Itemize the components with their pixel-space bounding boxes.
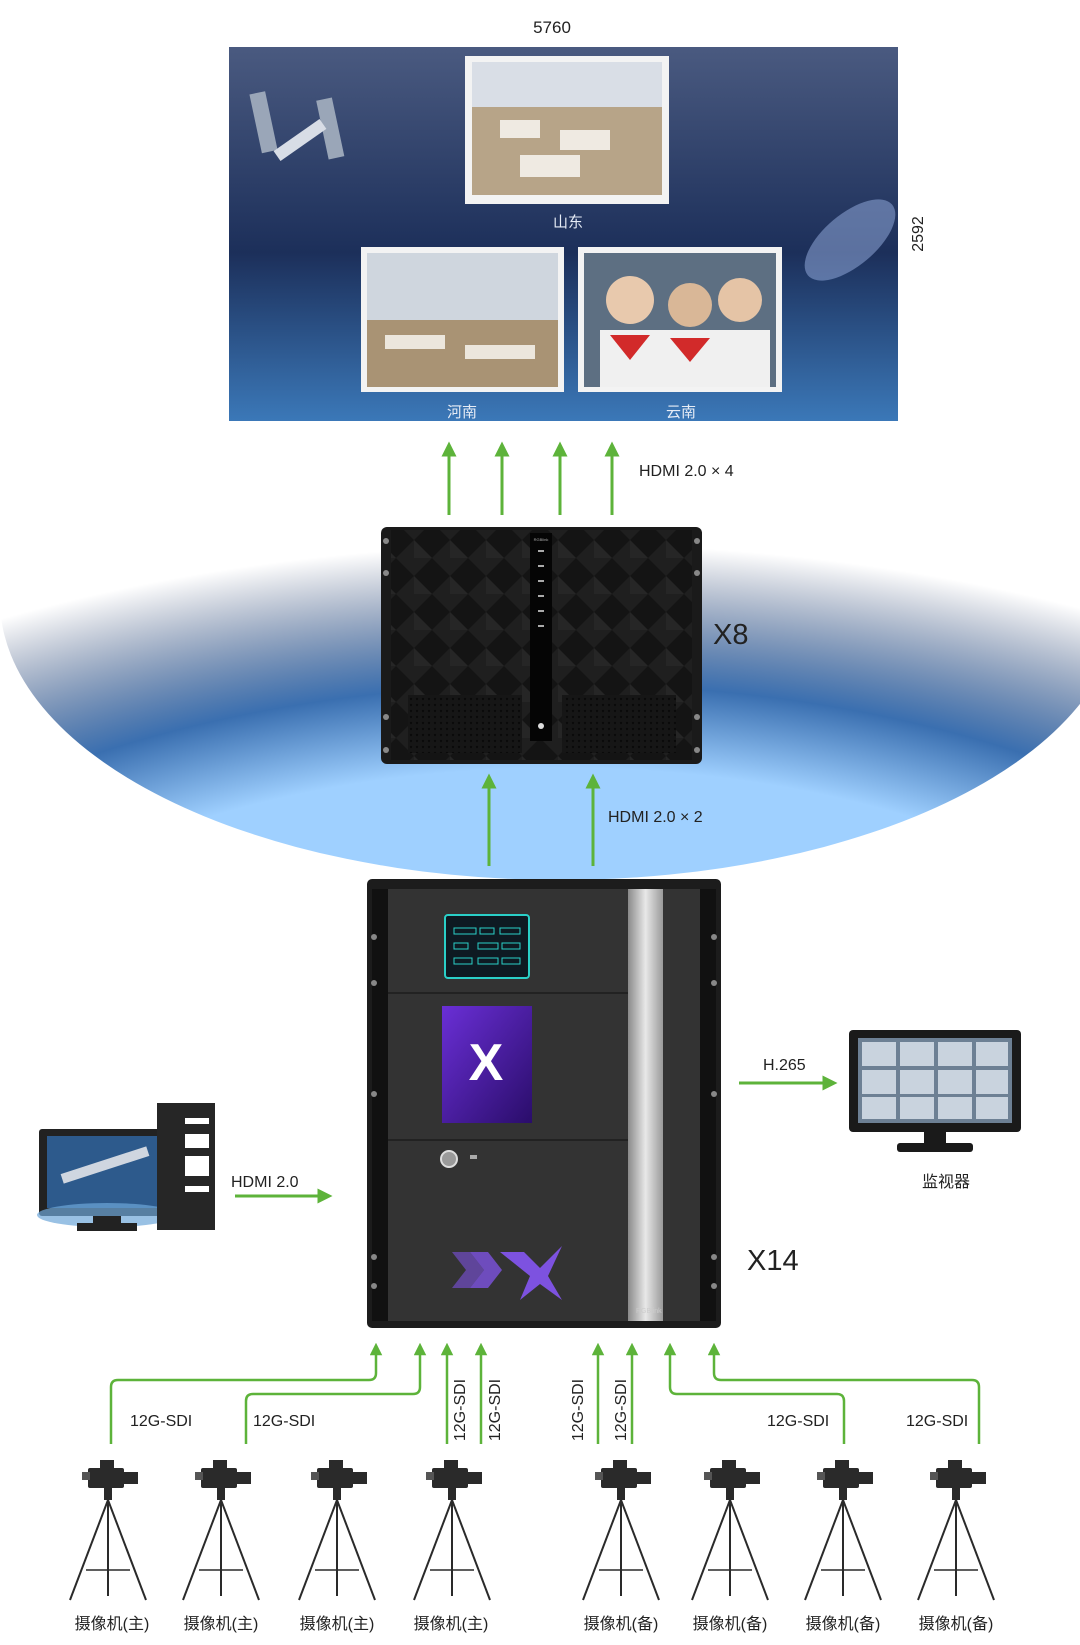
x8-output-arrows bbox=[441, 441, 620, 515]
camera-8-link-label: 12G-SDI bbox=[906, 1413, 968, 1430]
x14-to-x8-label: HDMI 2.0 × 2 bbox=[608, 809, 703, 826]
camera-3 bbox=[298, 1460, 376, 1601]
galaxy-graphic bbox=[804, 199, 896, 281]
pc-workstation bbox=[37, 1103, 215, 1231]
camera-1-label: 摄像机(主) bbox=[75, 1615, 150, 1633]
cameras bbox=[69, 1460, 995, 1601]
camera-2 bbox=[182, 1460, 260, 1601]
wall-width-label: 5760 bbox=[533, 18, 571, 37]
camera-icon bbox=[69, 1460, 147, 1601]
x8-device: RGBlink bbox=[381, 527, 702, 764]
x14-x-logo bbox=[452, 1246, 562, 1300]
monitor-link: H.265 bbox=[739, 1057, 838, 1091]
window-caption: 云南 bbox=[666, 404, 696, 421]
x8-brand-mark: RGBlink bbox=[534, 537, 549, 542]
camera-8 bbox=[917, 1460, 995, 1601]
camera-7-link-label: 12G-SDI bbox=[767, 1413, 829, 1430]
camera-icon bbox=[691, 1460, 769, 1601]
x14-device-label: X14 bbox=[747, 1245, 799, 1277]
camera-8-label: 摄像机(备) bbox=[919, 1615, 994, 1633]
camera-2-connection bbox=[244, 1342, 427, 1444]
camera-6-label: 摄像机(备) bbox=[693, 1615, 768, 1633]
camera-5-label: 摄像机(备) bbox=[584, 1615, 659, 1633]
wall-height-label: 2592 bbox=[910, 216, 927, 252]
camera-3-link-label: 12G-SDI bbox=[452, 1379, 469, 1441]
x14-brand-mark: RGBlink bbox=[636, 1308, 662, 1315]
camera-4-link-label: 12G-SDI bbox=[487, 1379, 504, 1441]
camera-2-link-label: 12G-SDI bbox=[253, 1413, 315, 1430]
camera-link-labels: 12G-SDI 12G-SDI 12G-SDI 12G-SDI 12G-SDI … bbox=[130, 1379, 968, 1441]
camera-connections bbox=[109, 1342, 981, 1444]
x14-logo-screen bbox=[442, 1006, 532, 1123]
x14-silver-strip bbox=[628, 889, 663, 1321]
led-wall: 5760 2592 山东 河南 bbox=[0, 18, 1080, 880]
x14-touch-panel bbox=[444, 914, 530, 979]
camera-icon bbox=[582, 1460, 660, 1601]
camera-1 bbox=[69, 1460, 147, 1601]
pc-link-label: HDMI 2.0 bbox=[231, 1174, 299, 1191]
space-station-graphic bbox=[249, 91, 345, 161]
camera-icon bbox=[298, 1460, 376, 1601]
camera-6 bbox=[691, 1460, 769, 1601]
camera-7-connection bbox=[663, 1342, 846, 1444]
camera-6-link-label: 12G-SDI bbox=[613, 1379, 630, 1441]
wall-window-yunnan: 云南 bbox=[578, 247, 782, 421]
camera-8-connection bbox=[707, 1342, 981, 1444]
wall-window-henan: 河南 bbox=[361, 247, 564, 421]
camera-2-label: 摄像机(主) bbox=[184, 1615, 259, 1633]
window-caption: 山东 bbox=[553, 214, 583, 231]
x14-device: X RGBlink bbox=[367, 879, 721, 1328]
pc-link: HDMI 2.0 bbox=[231, 1174, 333, 1204]
camera-3-label: 摄像机(主) bbox=[300, 1615, 375, 1633]
camera-1-connection bbox=[109, 1342, 383, 1444]
x14-front-logo: X bbox=[469, 1034, 504, 1092]
window-caption: 河南 bbox=[447, 404, 477, 421]
camera-7 bbox=[804, 1460, 882, 1601]
camera-4-label: 摄像机(主) bbox=[414, 1615, 489, 1633]
camera-icon bbox=[917, 1460, 995, 1601]
wall-window-shandong: 山东 bbox=[465, 56, 669, 231]
monitor-display bbox=[849, 1030, 1021, 1152]
camera-5-link-label: 12G-SDI bbox=[570, 1379, 587, 1441]
camera-5 bbox=[582, 1460, 660, 1601]
camera-7-label: 摄像机(备) bbox=[806, 1615, 881, 1633]
x8-output-label: HDMI 2.0 × 4 bbox=[639, 463, 734, 480]
camera-4 bbox=[413, 1460, 491, 1601]
camera-icon bbox=[804, 1460, 882, 1601]
camera-1-link-label: 12G-SDI bbox=[130, 1413, 192, 1430]
camera-labels: 摄像机(主) 摄像机(主) 摄像机(主) 摄像机(主) 摄像机(备) 摄像机(备… bbox=[75, 1615, 994, 1633]
x14-to-x8-arrows bbox=[481, 773, 601, 866]
monitor-link-label: H.265 bbox=[763, 1057, 806, 1074]
x14-power-button bbox=[440, 1150, 458, 1168]
camera-icon bbox=[182, 1460, 260, 1601]
monitor-label: 监视器 bbox=[922, 1173, 970, 1191]
camera-icon bbox=[413, 1460, 491, 1601]
x8-device-label: X8 bbox=[713, 619, 748, 651]
